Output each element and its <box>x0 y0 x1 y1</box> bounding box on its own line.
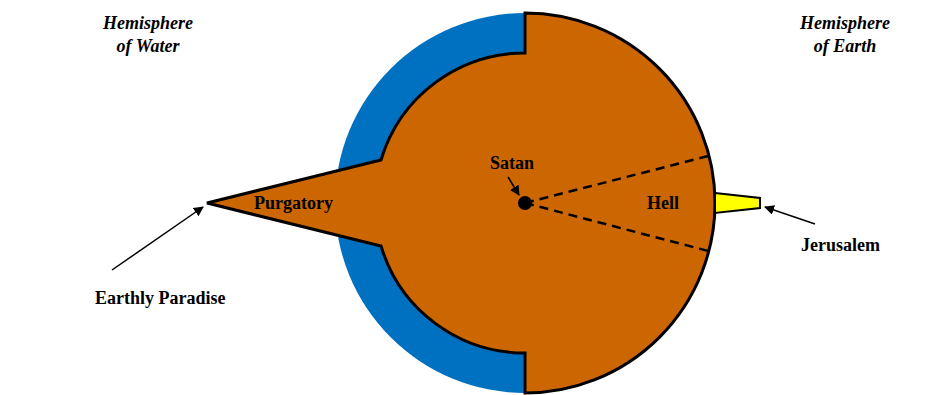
leader-arrow <box>765 207 815 224</box>
satan-dot <box>518 196 532 210</box>
hell-boundary <box>525 203 712 252</box>
purgatory-region: Purgatory <box>250 190 337 217</box>
hell-boundary <box>525 155 712 203</box>
hemisphere-label: Hemisphere of Earth <box>792 12 898 57</box>
jerusalem-mount <box>715 193 760 213</box>
hell-region: Hell <box>643 190 683 217</box>
leader-arrow <box>508 177 519 195</box>
earth-body <box>207 13 715 393</box>
satan-label: Satan <box>490 152 534 175</box>
place-label: Earthly Paradise <box>95 287 226 310</box>
leader-arrow <box>112 207 203 270</box>
region-name: Hell <box>647 192 679 215</box>
place-label: Jerusalem <box>801 234 880 257</box>
region-name: Purgatory <box>254 192 333 215</box>
hemisphere-label: Hemisphere of Water <box>95 12 201 57</box>
